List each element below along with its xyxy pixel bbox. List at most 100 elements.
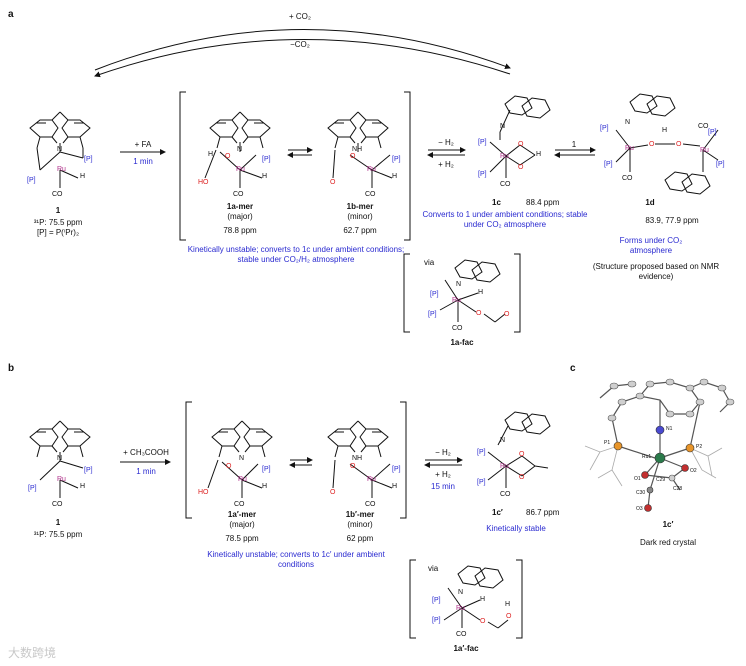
atom-nh-1b-prime: NH <box>352 455 363 462</box>
arrow-fa-top: + FA <box>134 140 152 149</box>
compound-1c-label: 1c <box>492 198 501 207</box>
atom-h-b: H <box>80 483 86 490</box>
atom-co: CO <box>52 191 63 198</box>
via-label-a: via <box>424 258 435 267</box>
compound-1c-prime-label: 1c′ <box>492 508 503 517</box>
atom-nh-1b: NH <box>352 146 363 153</box>
compound-1-ppm: ³¹P: 75.5 ppm <box>33 218 83 227</box>
panel-label-b: b <box>8 363 15 374</box>
compound-1-label-b: 1 <box>55 518 61 527</box>
atom-co-fac: CO <box>452 325 463 332</box>
bracket-b <box>185 401 407 519</box>
atom-p2-1d: [P] <box>604 161 613 168</box>
atom-p2-b: [P] <box>84 467 93 474</box>
compound-1a-prime-mer-structure <box>207 420 273 498</box>
crystal-atom-p2: P2 <box>696 444 703 450</box>
crystal-structure-ortep <box>584 378 735 512</box>
arrow-minus-h2: − H₂ <box>438 138 454 147</box>
compound-1-ppm-b: ³¹P: 75.5 ppm <box>33 530 83 539</box>
note-1d: Forms under CO₂ atmosphere <box>619 236 683 255</box>
atom-co-b: CO <box>52 501 63 508</box>
compound-1b-mer-sub: (minor) <box>347 212 373 221</box>
arrow-plus-h2: + H₂ <box>438 160 454 169</box>
atom-o-1c: O <box>518 141 524 148</box>
atom-ru-1a: Ru <box>236 166 245 173</box>
arrow-plus-h2-b: + H₂ <box>435 470 451 479</box>
compound-1c-prime-structure <box>487 411 551 488</box>
crystal-atom-o3: O3 <box>636 506 643 512</box>
crystal-atom-c28: C28 <box>673 486 683 492</box>
crystal-atom-ru1: Ru1 <box>642 454 652 460</box>
arrow-h2-time-b: 15 min <box>430 482 456 491</box>
atom-p-b: [P] <box>28 485 37 492</box>
compound-1b-mer-structure <box>327 111 393 188</box>
p-definition: [P] = P(ⁱPr)₂ <box>36 228 80 237</box>
crystal-atom-o1: O1 <box>634 476 641 482</box>
equilibrium-1a-1b <box>287 147 313 158</box>
compound-1c-prime-ppm: 86.7 ppm <box>526 508 560 517</box>
atom-p2-1c: [P] <box>478 171 487 178</box>
atom-n-1a-prime: N <box>239 455 245 462</box>
atom-o-1a: O <box>225 153 231 160</box>
atom-o-1b-prime: O <box>350 463 356 470</box>
atom-co2-1d: CO <box>698 123 709 130</box>
atom-ru-1d: Ru <box>625 145 634 152</box>
atom-o2-1d: O <box>676 141 682 148</box>
atom-ru-fac: Ru <box>452 297 461 304</box>
arrow-fa-bottom: 1 min <box>133 157 153 166</box>
arrow-acoh-bottom: 1 min <box>136 467 156 476</box>
compound-1a-mer-sub: (major) <box>227 212 253 221</box>
atom-o2-1c-prime: O <box>519 474 525 481</box>
atom-o-fac-b: O <box>480 618 486 625</box>
note-1a-1b-prime: Kinetically unstable; converts to 1c′ un… <box>207 550 385 569</box>
atom-ru2-1d: Ru <box>700 147 709 154</box>
atom-p2-fac: [P] <box>428 311 437 318</box>
atom-p-1a: [P] <box>262 156 271 163</box>
note-1c: Converts to 1 under ambient conditions; … <box>422 210 588 229</box>
atom-o2-fac-b: O <box>506 613 512 620</box>
compound-1b-prime-mer-sub: (minor) <box>347 520 373 529</box>
compound-1b-mer-label: 1b-mer <box>346 202 374 211</box>
atom-p2-1c-prime: [P] <box>477 479 486 486</box>
atom-o-1a-prime: O <box>226 463 232 470</box>
atom-p-1c-prime: [P] <box>477 449 486 456</box>
atom-h-1d: H <box>662 127 668 134</box>
co2-equilibrium-arcs <box>94 29 511 78</box>
compound-1c-ppm: 88.4 ppm <box>526 198 560 207</box>
compound-1-label: 1 <box>55 206 61 215</box>
atom-n-fac: N <box>456 281 462 288</box>
compound-1c-structure <box>489 95 551 178</box>
atom-co-1b: CO <box>365 191 376 198</box>
compound-1-structure-b <box>29 420 91 498</box>
atom-h-1c: H <box>536 151 542 158</box>
atom-n-1c: N <box>500 123 506 130</box>
atom-h-1b-prime: H <box>392 483 398 490</box>
crystal-caption: Dark red crystal <box>639 538 697 547</box>
compound-1a-prime-mer-ppm: 78.5 ppm <box>225 534 259 543</box>
atom-p-1b-prime: [P] <box>392 466 401 473</box>
atom-ru: Ru <box>57 166 66 173</box>
bracket-a <box>179 91 411 241</box>
crystal-atom-c30: C30 <box>636 490 646 496</box>
atom-o-1c-prime: O <box>519 451 525 458</box>
compound-1b-prime-mer-label: 1b′-mer <box>345 510 375 519</box>
bracket-fac-a <box>403 253 521 333</box>
compound-1d-structure <box>615 93 719 195</box>
atom-p-right: [P] <box>84 156 93 163</box>
atom-n-fac-b: N <box>458 589 464 596</box>
atom-ru-1b-prime: Ru <box>367 476 376 483</box>
plus-co2-label: + CO₂ <box>289 12 311 21</box>
atom-p-1d: [P] <box>600 125 609 132</box>
atom-o-1d: O <box>649 141 655 148</box>
atom-co-1a-prime: CO <box>234 501 245 508</box>
atom-h2-1a: H <box>262 173 268 180</box>
atom-h: H <box>80 173 86 180</box>
atom-ru-1a-prime: Ru <box>238 476 247 483</box>
note-1c-prime: Kinetically stable <box>486 524 546 533</box>
atom-p2-fac-b: [P] <box>432 617 441 624</box>
panel-label-a: a <box>8 9 14 20</box>
atom-o2-1b: O <box>330 179 336 186</box>
atom-n-1a: N <box>237 146 243 153</box>
atom-p-left: [P] <box>27 177 36 184</box>
